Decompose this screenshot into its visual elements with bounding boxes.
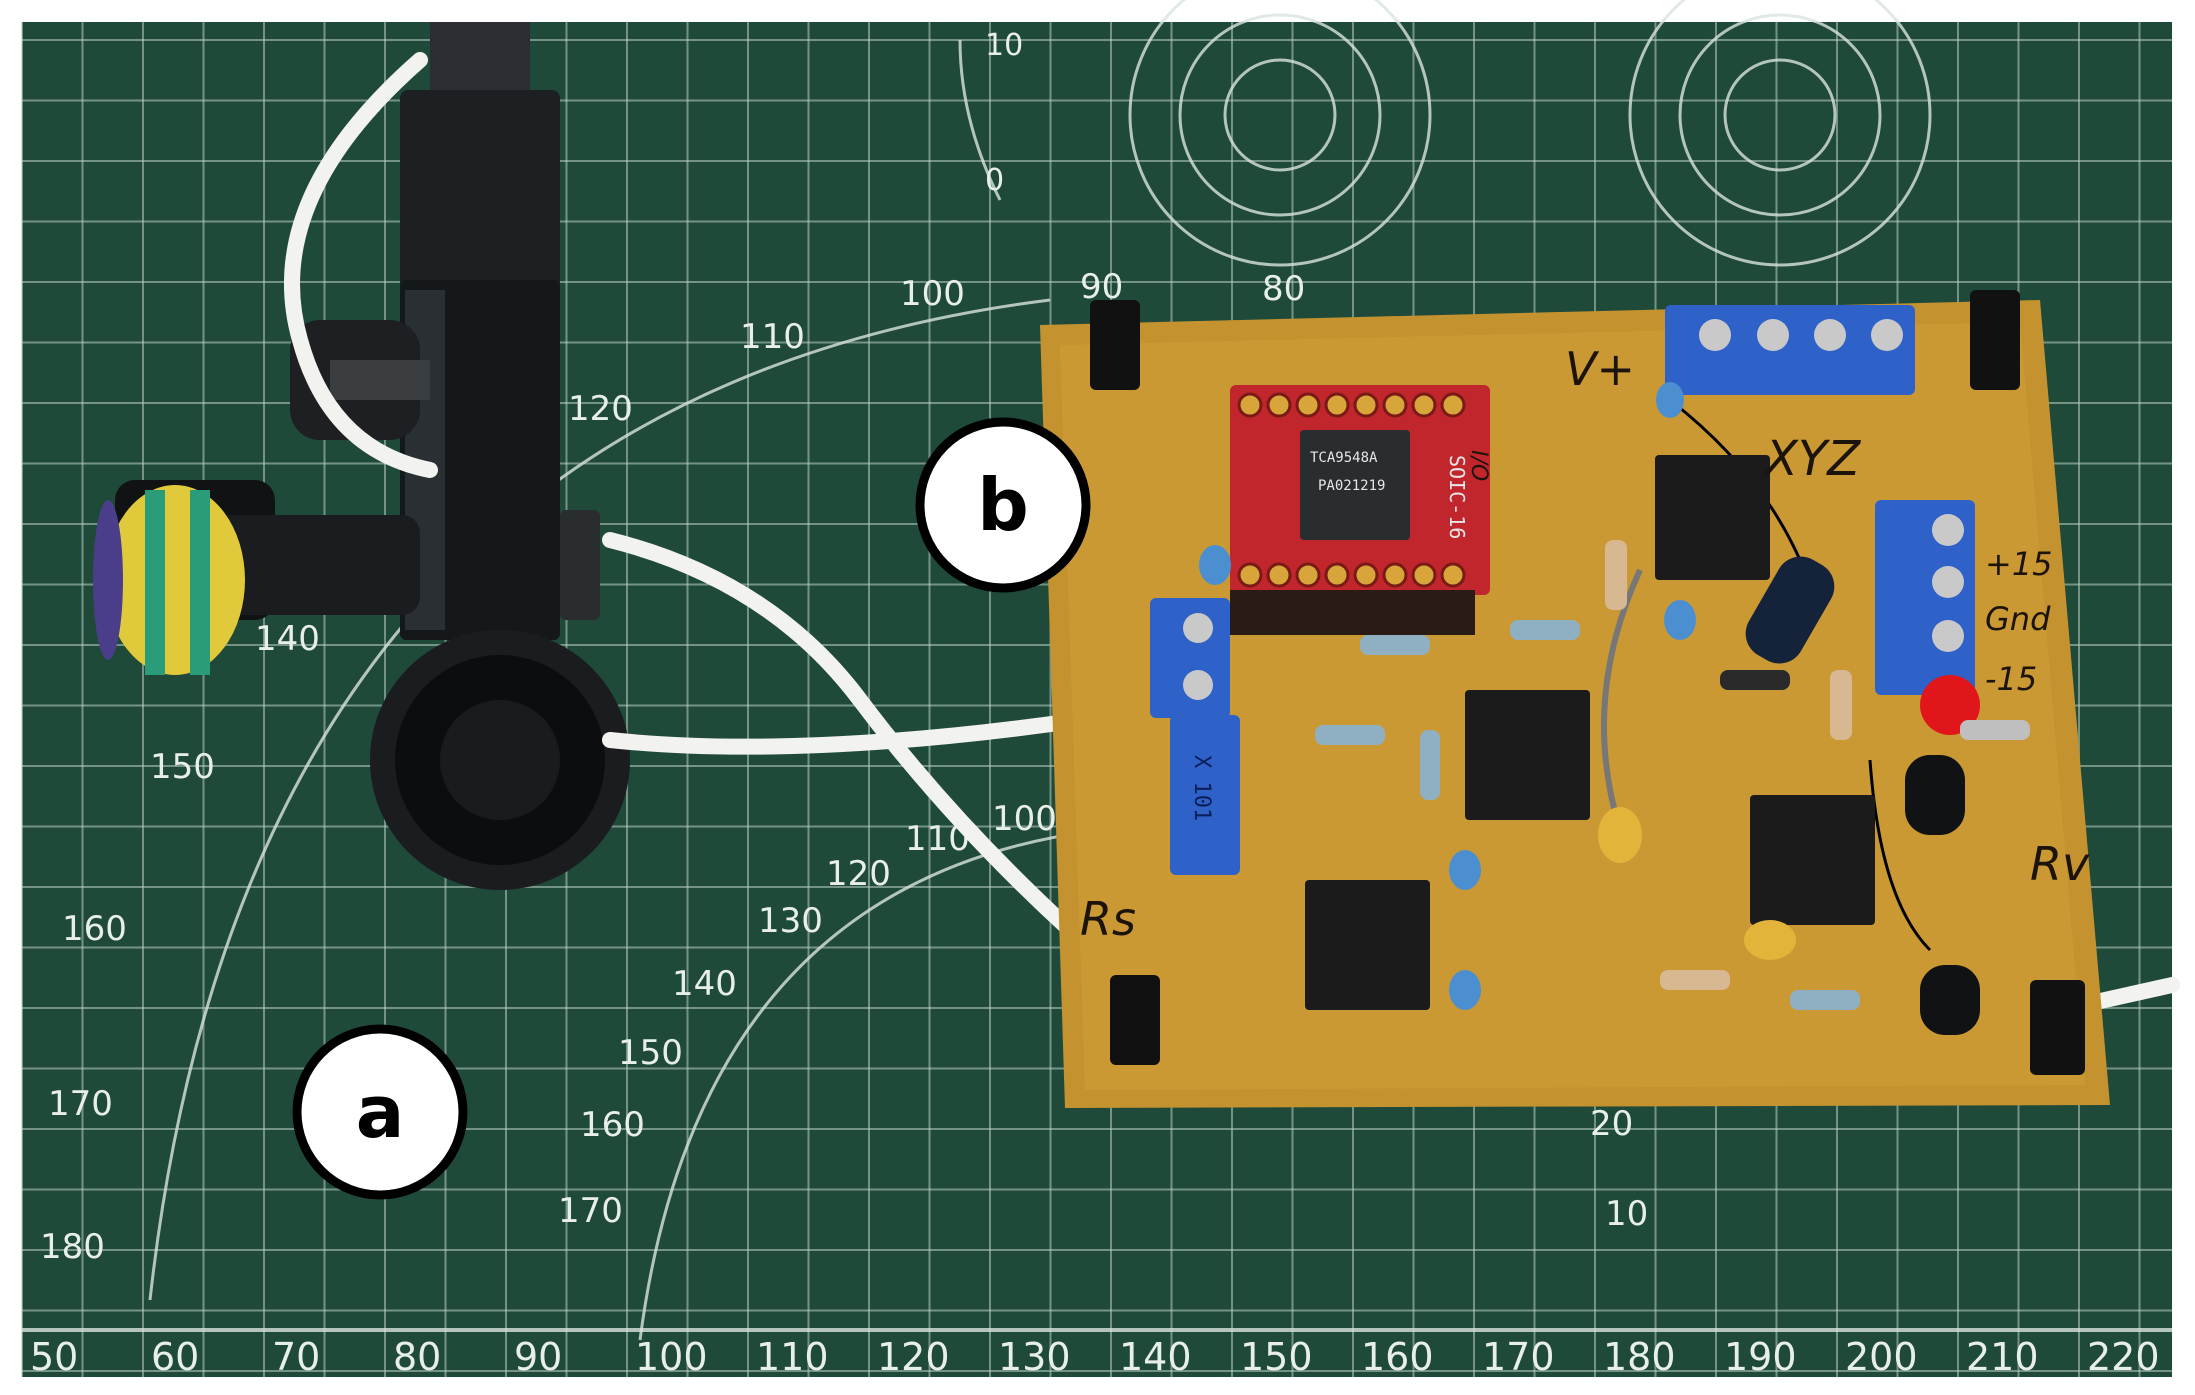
ruler-number-70: 70 xyxy=(272,1335,320,1379)
tca9548a-breakout: TCA9548A PA021219 SOIC-16 I/O xyxy=(1230,385,1491,635)
ruler-number-220: 220 xyxy=(2087,1335,2160,1379)
lens-holder xyxy=(93,22,630,890)
lower-arc-150: 150 xyxy=(618,1033,683,1073)
label-b: b xyxy=(915,417,1091,593)
arc-number-110: 110 xyxy=(740,317,805,357)
ruler-number-100: 100 xyxy=(635,1335,708,1379)
arc-number-100: 100 xyxy=(900,274,965,314)
lower-arc-130: 130 xyxy=(758,901,823,941)
chip-marking-1: TCA9548A xyxy=(1310,450,1378,466)
lower-arc-100: 100 xyxy=(992,799,1057,839)
label-b-text: b xyxy=(977,463,1029,547)
top-number-10: 10 xyxy=(985,28,1023,63)
ruler-number-110: 110 xyxy=(756,1335,829,1379)
lower-arc-120: 120 xyxy=(826,854,891,894)
pot-label: X 101 xyxy=(1189,755,1214,821)
right-number-10: 10 xyxy=(1605,1194,1648,1234)
top-number-0: 0 xyxy=(985,163,1004,198)
label-a-text: a xyxy=(356,1070,405,1154)
lower-arc-160: 160 xyxy=(580,1105,645,1145)
mark-xyz: XYZ xyxy=(1762,431,1861,487)
arc-number-120: 120 xyxy=(568,389,633,429)
soic-label: SOIC-16 xyxy=(1445,455,1469,539)
ruler-number-80: 80 xyxy=(393,1335,441,1379)
components xyxy=(1199,382,2030,1035)
lower-arc-140: 140 xyxy=(672,964,737,1004)
ruler-number-160: 160 xyxy=(1361,1335,1434,1379)
arc-number-170: 170 xyxy=(48,1084,113,1124)
mark-rs: Rs xyxy=(1080,892,1136,946)
ruler-number-90: 90 xyxy=(514,1335,562,1379)
arc-number-180: 180 xyxy=(40,1227,105,1267)
mark-gnd: Gnd xyxy=(1985,600,2051,638)
terminal-block-power xyxy=(1875,500,1975,695)
mark-vplus: V+ xyxy=(1565,342,1635,396)
chip-marking-2: PA021219 xyxy=(1318,478,1385,494)
ic-packages xyxy=(1305,455,1875,1010)
ruler-number-190: 190 xyxy=(1724,1335,1797,1379)
mark-rv: Rv xyxy=(2030,837,2090,891)
ruler-number-130: 130 xyxy=(998,1335,1071,1379)
ruler-number-60: 60 xyxy=(151,1335,199,1379)
ruler-number-180: 180 xyxy=(1603,1335,1676,1379)
ruler-number-200: 200 xyxy=(1845,1335,1918,1379)
ruler-number-50: 50 xyxy=(30,1335,78,1379)
arc-number-160: 160 xyxy=(62,909,127,949)
mark-plus15: +15 xyxy=(1985,545,2053,583)
terminal-block-top xyxy=(1665,305,1915,395)
right-number-20: 20 xyxy=(1590,1104,1633,1144)
lower-arc-170: 170 xyxy=(558,1191,623,1231)
bottom-ruler: 50 60 70 80 90 100 110 120 130 140 150 160 170 180 190… xyxy=(30,1335,2160,1379)
mark-minus15: -15 xyxy=(1985,660,2037,698)
white-cable xyxy=(284,52,2180,1018)
arc-number-150: 150 xyxy=(150,747,215,787)
terminal-block-left: X 101 xyxy=(1150,598,1240,875)
ruler-number-120: 120 xyxy=(877,1335,950,1379)
ruler-number-170: 170 xyxy=(1482,1335,1555,1379)
io-label: I/O xyxy=(1466,450,1491,481)
label-a: a xyxy=(292,1024,468,1200)
arc-number-140: 140 xyxy=(255,619,320,659)
ruler-number-210: 210 xyxy=(1966,1335,2039,1379)
top-number-80: 80 xyxy=(1262,269,1305,309)
ruler-number-150: 150 xyxy=(1240,1335,1313,1379)
ruler-number-140: 140 xyxy=(1119,1335,1192,1379)
